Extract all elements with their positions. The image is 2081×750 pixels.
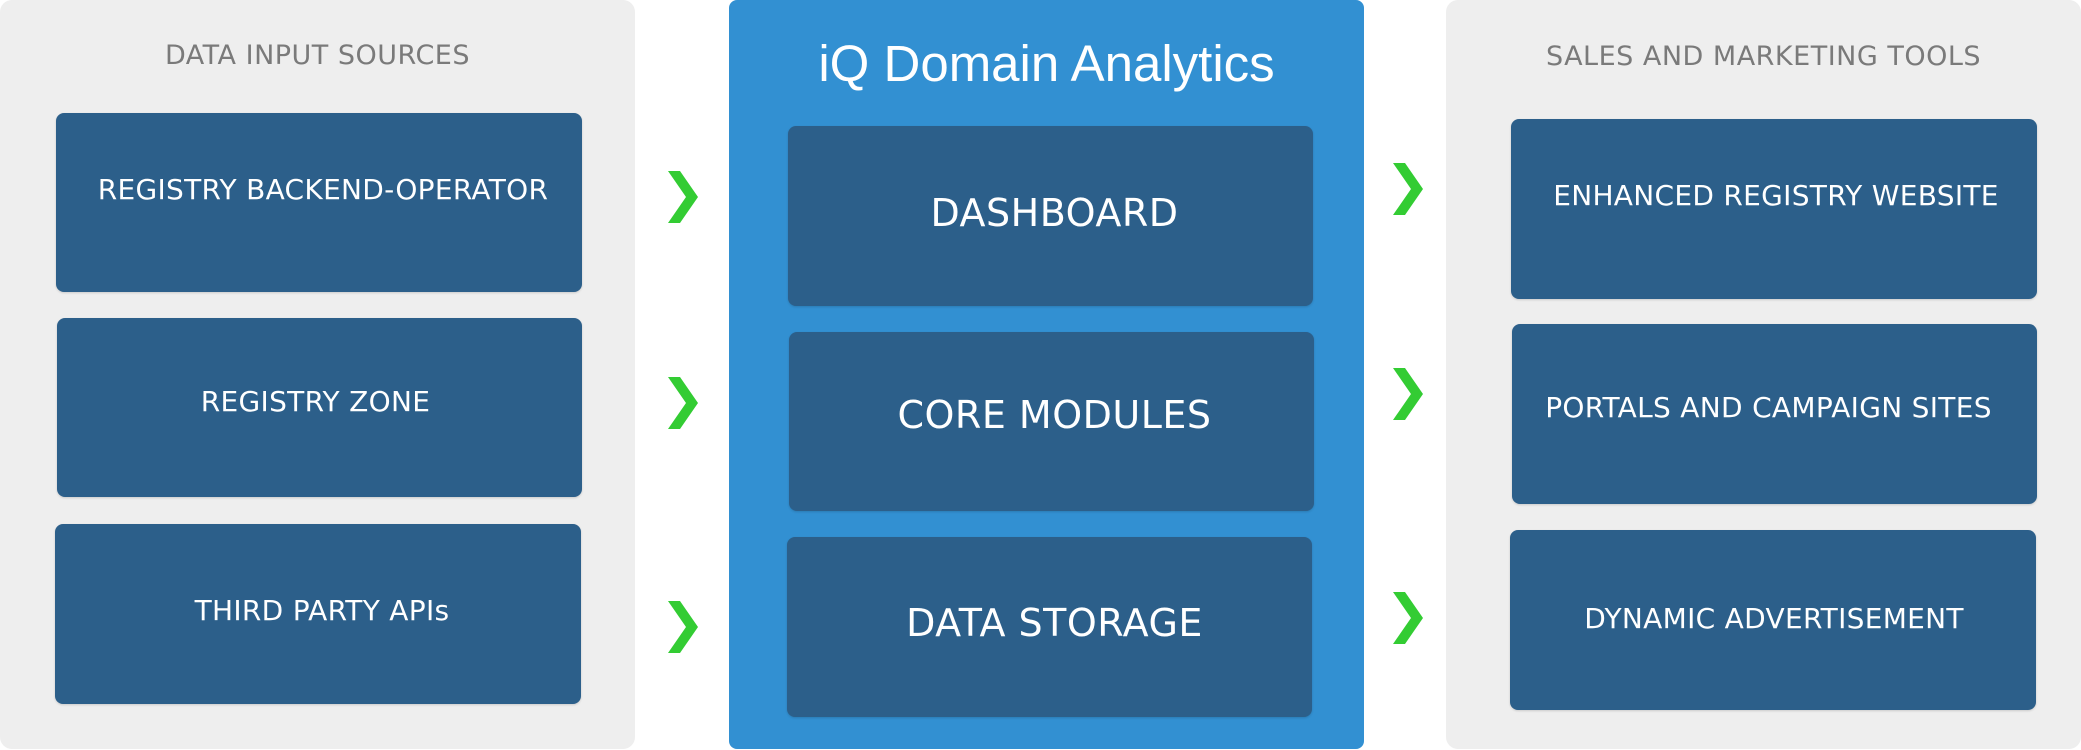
dashboard-box: DASHBOARD: [788, 126, 1313, 306]
registry-zone-box: REGISTRY ZONE: [57, 318, 582, 497]
chevron-right-icon: [668, 171, 698, 223]
registry-backend-operator-box: REGISTRY BACKEND-OPERATOR: [56, 113, 582, 292]
data-input-sources-title: DATA INPUT SOURCES: [164, 40, 471, 71]
chevron-right-icon: [668, 601, 698, 653]
enhanced-registry-website-box: ENHANCED REGISTRY WEBSITE: [1511, 119, 2037, 299]
sales-and-marketing-tools-title: SALES AND MARKETING TOOLS: [1545, 41, 1982, 72]
data-input-sources-panel: DATA INPUT SOURCES REGISTRY BACKEND-OPER…: [0, 0, 635, 749]
chevron-right-icon: [668, 377, 698, 429]
sales-and-marketing-tools-panel: SALES AND MARKETING TOOLS ENHANCED REGIS…: [1446, 0, 2081, 749]
portals-and-campaign-sites-box: PORTALS AND CAMPAIGN SITES: [1512, 324, 2037, 504]
iq-domain-analytics-title: iQ Domain Analytics: [818, 35, 1275, 92]
chevron-right-icon: [1393, 368, 1423, 420]
box-label: REGISTRY BACKEND-OPERATOR: [97, 173, 549, 206]
box-label: REGISTRY ZONE: [200, 385, 431, 418]
data-storage-box: DATA STORAGE: [787, 537, 1312, 717]
iq-domain-analytics-panel: iQ Domain Analytics DASHBOARD CORE MODUL…: [729, 0, 1364, 749]
chevron-right-icon: [1393, 163, 1423, 215]
chevron-right-icon: [1393, 592, 1423, 644]
box-label: DASHBOARD: [930, 191, 1179, 235]
core-modules-box: CORE MODULES: [789, 332, 1314, 511]
box-label: PORTALS AND CAMPAIGN SITES: [1545, 390, 1992, 424]
box-label: ENHANCED REGISTRY WEBSITE: [1553, 178, 1999, 212]
dynamic-advertisement-box: DYNAMIC ADVERTISEMENT: [1510, 530, 2036, 710]
box-label: THIRD PARTY APIs: [194, 593, 450, 627]
box-label: CORE MODULES: [897, 392, 1212, 437]
third-party-apis-box: THIRD PARTY APIs: [55, 524, 581, 704]
box-label: DYNAMIC ADVERTISEMENT: [1584, 601, 1964, 635]
box-label: DATA STORAGE: [906, 601, 1203, 645]
